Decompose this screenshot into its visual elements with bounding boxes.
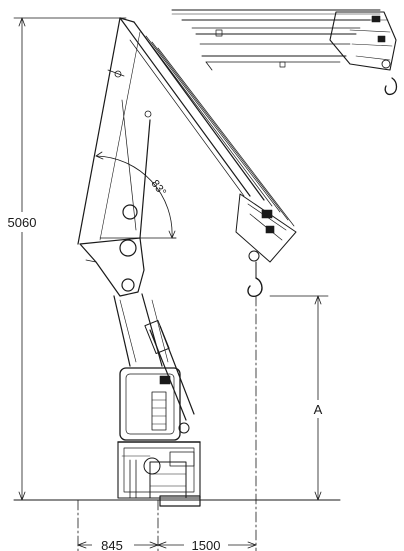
hook bbox=[247, 277, 263, 298]
boom-angle-indicator bbox=[95, 151, 177, 239]
reach-dimension-label: 1500 bbox=[192, 538, 221, 551]
control-housing bbox=[119, 367, 181, 441]
extended-boom-ghost bbox=[171, 9, 398, 96]
height-dimension-label: 5060 bbox=[8, 215, 37, 230]
crane-column bbox=[113, 293, 195, 421]
height-dimension bbox=[2, 17, 127, 501]
outer-boom bbox=[119, 17, 297, 279]
hook-height-label: A bbox=[314, 402, 323, 417]
boom-knuckle bbox=[79, 204, 145, 297]
offset-dimension-label: 845 bbox=[101, 538, 123, 551]
inner-boom bbox=[77, 17, 152, 245]
hook-height-dimension bbox=[269, 295, 329, 501]
centerlines bbox=[77, 295, 257, 551]
bottom-dimensions bbox=[77, 536, 257, 551]
crane-base bbox=[117, 422, 201, 507]
